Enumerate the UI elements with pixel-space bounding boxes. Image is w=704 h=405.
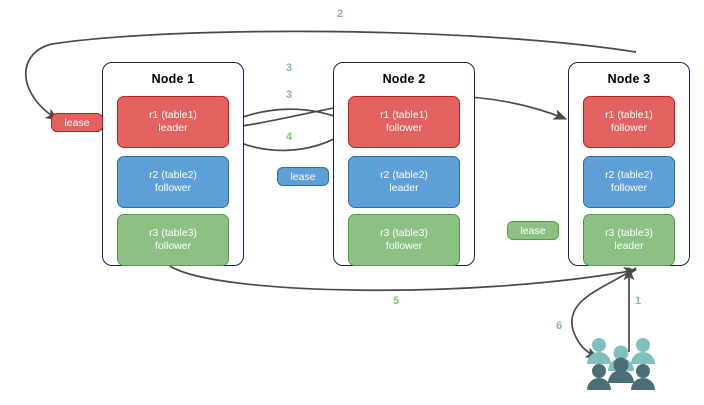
- edge-label-step-6: 6: [555, 320, 563, 332]
- replica-name: r1 (table1): [605, 109, 653, 122]
- replica-role: follower: [385, 240, 423, 252]
- node-title: Node 2: [382, 72, 426, 86]
- replica-role: leader: [158, 122, 188, 134]
- replica-role: follower: [154, 240, 192, 252]
- replica-r1[interactable]: r1 (table1) follower: [348, 96, 460, 148]
- edge-label-step-2: 2: [336, 8, 344, 20]
- node-card-node-2[interactable]: Node 2 r1 (table1) follower r2 (table2) …: [333, 62, 475, 266]
- node-title: Node 1: [151, 72, 195, 86]
- replica-name: r3 (table3): [605, 227, 653, 240]
- replica-name: r2 (table2): [605, 169, 653, 182]
- lease-label: lease: [290, 170, 316, 183]
- replica-role: leader: [389, 182, 419, 194]
- replica-r1[interactable]: r1 (table1) follower: [583, 96, 675, 148]
- lease-badge-r1[interactable]: lease: [51, 113, 103, 132]
- edge-label-step-4: 4: [285, 131, 293, 143]
- edge-6-node3-to-users: [571, 267, 637, 359]
- replica-name: r1 (table1): [380, 109, 428, 122]
- edge-5-node1-to-node3: [169, 265, 638, 292]
- replica-r1[interactable]: r1 (table1) leader: [117, 96, 229, 148]
- replica-role: leader: [614, 240, 644, 252]
- replica-name: r2 (table2): [380, 169, 428, 182]
- replica-r3[interactable]: r3 (table3) follower: [117, 214, 229, 266]
- replica-name: r3 (table3): [380, 227, 428, 240]
- users-icon: [587, 338, 655, 390]
- edge-label-step-1: 1: [634, 295, 642, 307]
- edge-label-step-5: 5: [392, 295, 400, 307]
- node-card-node-1[interactable]: Node 1 r1 (table1) leader r2 (table2) fo…: [102, 62, 244, 266]
- replica-r2[interactable]: r2 (table2) leader: [348, 156, 460, 208]
- edge-label-step-3b: 3: [285, 89, 293, 101]
- lease-label: lease: [520, 224, 546, 237]
- replica-r3[interactable]: r3 (table3) follower: [348, 214, 460, 266]
- lease-badge-r2[interactable]: lease: [277, 167, 329, 186]
- edge-label-step-3a: 3: [285, 62, 293, 74]
- replica-name: r3 (table3): [149, 227, 197, 240]
- node-title: Node 3: [607, 72, 651, 86]
- edge-2-node3-to-lease-r1: [24, 30, 637, 121]
- replica-role: follower: [154, 182, 192, 194]
- lease-badge-r3[interactable]: lease: [507, 221, 559, 240]
- replica-r2[interactable]: r2 (table2) follower: [117, 156, 229, 208]
- replica-role: follower: [610, 122, 648, 134]
- replica-r3[interactable]: r3 (table3) leader: [583, 214, 675, 266]
- replica-role: follower: [610, 182, 648, 194]
- replica-name: r2 (table2): [149, 169, 197, 182]
- lease-label: lease: [64, 116, 90, 129]
- replica-role: follower: [385, 122, 423, 134]
- node-card-node-3[interactable]: Node 3 r1 (table1) follower r2 (table2) …: [568, 62, 690, 266]
- replica-r2[interactable]: r2 (table2) follower: [583, 156, 675, 208]
- replica-name: r1 (table1): [149, 109, 197, 122]
